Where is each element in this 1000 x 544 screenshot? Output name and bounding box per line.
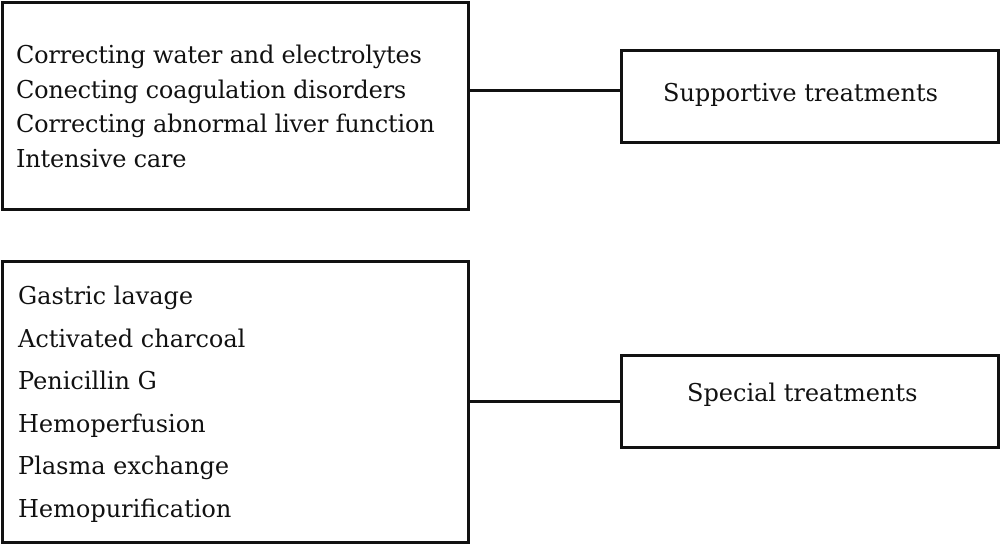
- supportive-treatments-label: Supportive treatments: [663, 79, 938, 107]
- supportive-treatments-list-box: Correcting water and electrolytes Conect…: [1, 1, 470, 211]
- special-treatments-list-box: Gastric lavage Activated charcoal Penici…: [1, 260, 470, 544]
- supportive-connector-line: [470, 89, 620, 92]
- special-treatments-label: Special treatments: [687, 379, 918, 407]
- special-treatments-label-box: Special treatments: [620, 354, 1000, 449]
- special-item-gastric-lavage: Gastric lavage: [18, 282, 194, 310]
- supportive-item-coagulation: Conecting coagulation disorders: [16, 75, 406, 104]
- supportive-item-liver-function: Correcting abnormal liver function: [16, 110, 435, 138]
- special-item-activated-charcoal: Activated charcoal: [18, 324, 246, 353]
- special-item-plasma-exchange: Plasma exchange: [18, 452, 230, 480]
- special-item-hemoperfusion: Hemoperfusion: [18, 409, 206, 438]
- special-connector-line: [470, 400, 620, 403]
- supportive-item-intensive-care: Intensive care: [16, 144, 187, 173]
- special-item-penicillin-g: Penicillin G: [18, 367, 157, 395]
- supportive-treatments-label-box: Supportive treatments: [620, 49, 1000, 144]
- supportive-item-water-electrolytes: Correcting water and electrolytes: [16, 41, 422, 69]
- special-item-hemopurification: Hemopurification: [18, 494, 232, 523]
